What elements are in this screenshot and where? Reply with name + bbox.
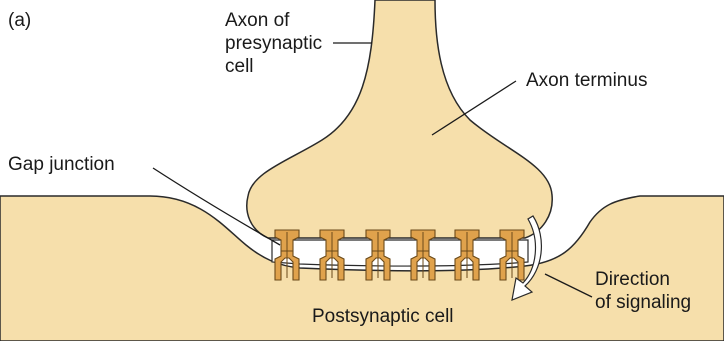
postsynaptic-cell-label: Postsynaptic cell [312,306,454,327]
axon-presynaptic-line-3: cell [225,56,254,77]
axon-presynaptic-line-2: presynaptic [225,33,322,54]
panel-label: (a) [8,10,31,31]
direction-line-2: of signaling [595,292,691,313]
direction-line-1: Direction [595,269,670,290]
axon-terminus-label: Axon terminus [526,70,647,91]
gap-junction-label: Gap junction [8,154,115,175]
axon-presynaptic-line-1: Axon of [225,10,290,31]
axon-presynaptic-label: Axon of presynaptic cell [225,10,327,77]
gap-space [272,240,528,266]
